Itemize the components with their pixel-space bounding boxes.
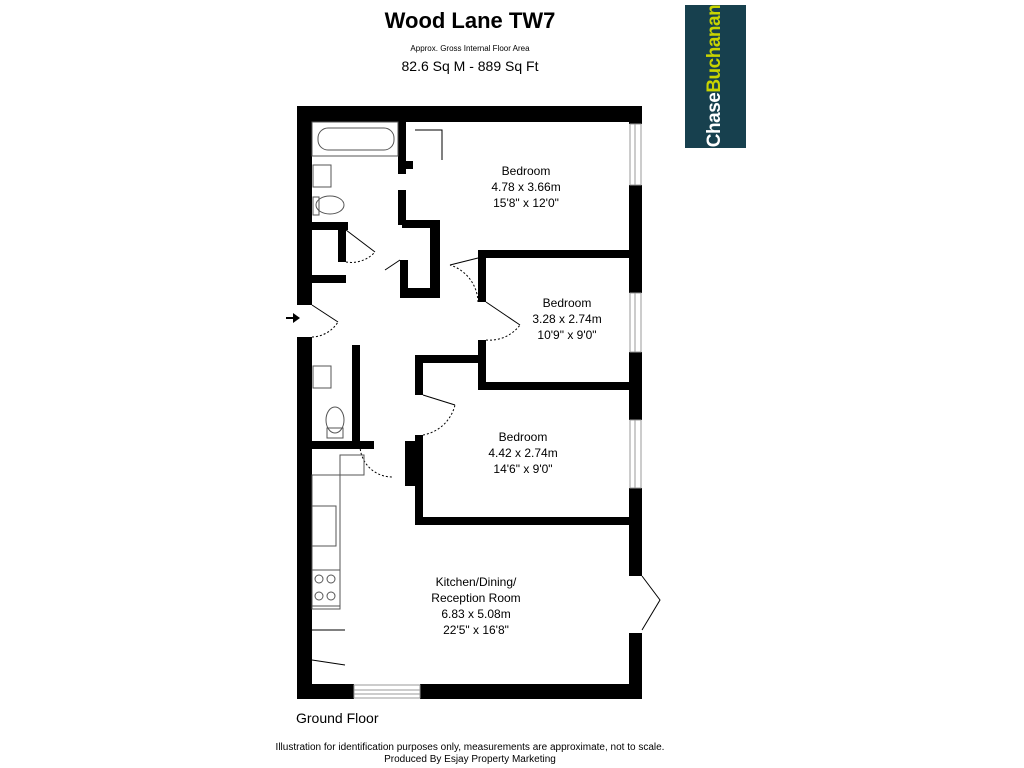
toilet-icon bbox=[325, 406, 345, 434]
svg-text:6.83 x 5.08m: 6.83 x 5.08m bbox=[441, 607, 510, 621]
hob-icon bbox=[311, 569, 341, 607]
doors bbox=[311, 129, 661, 666]
svg-text:10'9" x 9'0": 10'9" x 9'0" bbox=[537, 328, 596, 342]
disclaimer-line1: Illustration for identification purposes… bbox=[275, 742, 665, 753]
svg-text:Bedroom: Bedroom bbox=[543, 296, 592, 310]
bath-inner bbox=[317, 127, 395, 151]
entrance-arrow-icon bbox=[286, 313, 300, 323]
walls bbox=[297, 106, 642, 699]
room-labels: Bedroom 4.78 x 3.66m 15'8" x 12'0" Bedro… bbox=[431, 164, 601, 637]
plan-subtitle: Approx. Gross Internal Floor Area bbox=[410, 44, 530, 53]
fixtures bbox=[311, 121, 399, 610]
toilet-icon bbox=[315, 195, 345, 215]
svg-text:4.42 x 2.74m: 4.42 x 2.74m bbox=[488, 446, 557, 460]
svg-text:Bedroom: Bedroom bbox=[502, 164, 551, 178]
svg-text:Bedroom: Bedroom bbox=[499, 430, 548, 444]
disclaimer-line2: Produced By Esjay Property Marketing bbox=[384, 754, 556, 765]
windows bbox=[353, 123, 642, 699]
svg-text:3.28 x 2.74m: 3.28 x 2.74m bbox=[532, 312, 601, 326]
floor-label: Ground Floor bbox=[296, 710, 379, 726]
bath-icon bbox=[311, 121, 399, 157]
svg-text:4.78 x 3.66m: 4.78 x 3.66m bbox=[491, 180, 560, 194]
svg-text:15'8" x 12'0": 15'8" x 12'0" bbox=[493, 196, 559, 210]
sink-icon bbox=[311, 505, 337, 547]
svg-text:Reception Room: Reception Room bbox=[431, 591, 520, 605]
svg-text:14'6" x 9'0": 14'6" x 9'0" bbox=[493, 462, 552, 476]
basin-icon bbox=[312, 164, 332, 188]
agency-logo: ChaseBuchanan bbox=[685, 5, 746, 148]
svg-text:Kitchen/Dining/: Kitchen/Dining/ bbox=[436, 575, 517, 589]
floor-area: 82.6 Sq M - 889 Sq Ft bbox=[401, 58, 539, 74]
svg-text:22'5" x 16'8": 22'5" x 16'8" bbox=[443, 623, 509, 637]
plan-title: Wood Lane TW7 bbox=[384, 8, 556, 33]
basin-icon bbox=[312, 365, 332, 389]
disclaimer: Illustration for identification purposes… bbox=[0, 742, 940, 766]
